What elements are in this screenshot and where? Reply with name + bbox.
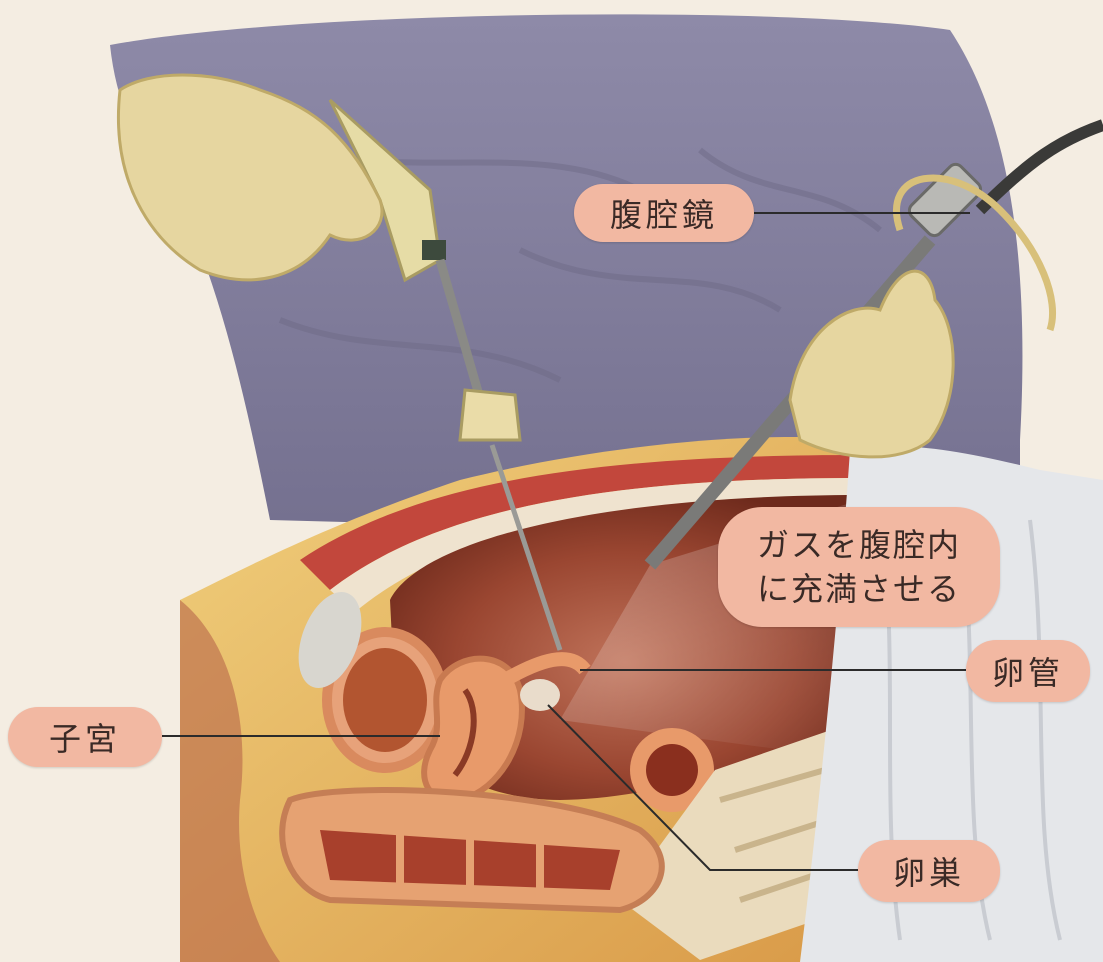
label-gas-line1: ガスを腹腔内 [757, 523, 961, 567]
label-fallopian-tube: 卵管 [966, 640, 1090, 702]
label-laparoscope: 腹腔鏡 [574, 184, 754, 242]
label-uterus-text: 子宮 [49, 714, 121, 760]
label-ovary: 卵巣 [858, 840, 1000, 902]
label-uterus: 子宮 [8, 707, 162, 767]
label-fallopian-text: 卵管 [992, 648, 1064, 694]
ovary-shape [520, 679, 560, 711]
label-laparoscope-text: 腹腔鏡 [610, 190, 718, 236]
label-ovary-text: 卵巣 [893, 848, 965, 894]
label-gas-insufflation: ガスを腹腔内 に充満させる [718, 507, 1000, 627]
label-gas-line2: に充満させる [757, 567, 961, 611]
